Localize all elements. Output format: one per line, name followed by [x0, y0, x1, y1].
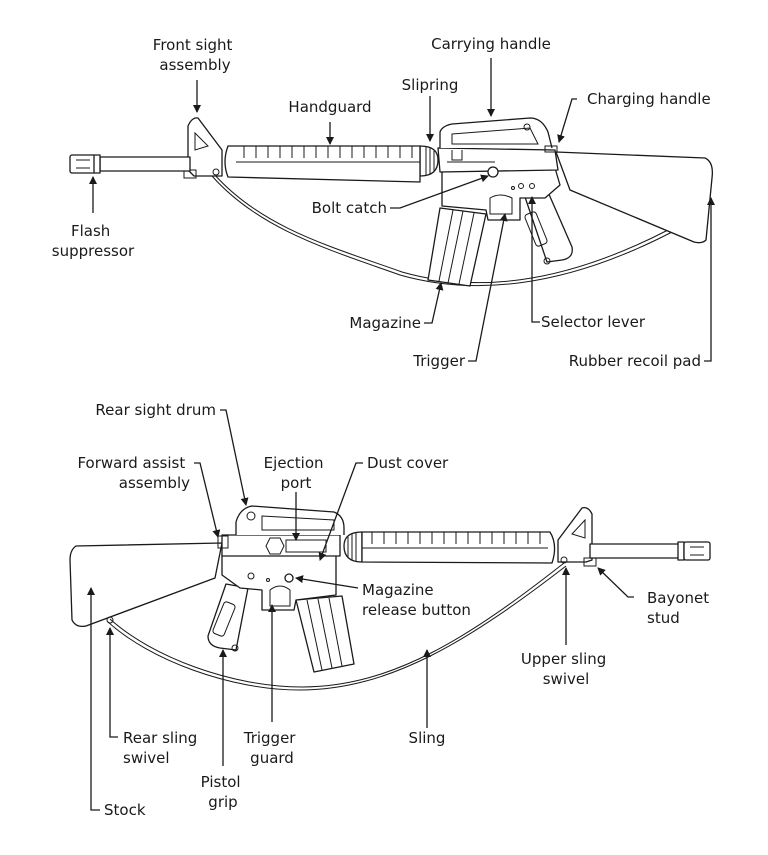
top-flash-suppressor [69, 154, 101, 174]
label-pistol-grip: Pistol grip [201, 773, 246, 811]
label-rubber-recoil-pad: Rubber recoil pad [569, 352, 701, 370]
label-magazine: Magazine [349, 314, 421, 332]
top-handguard-ribs [236, 146, 420, 163]
top-bolt-catch-part [487, 166, 499, 178]
top-stock [555, 151, 713, 244]
bottom-slipring [343, 531, 363, 563]
top-barrel [99, 156, 191, 172]
label-ejection-port: Ejection port [264, 454, 329, 492]
top-lower-receiver [441, 167, 561, 221]
label-sling: Sling [409, 729, 446, 747]
label-trigger-guard: Trigger guard [243, 729, 301, 767]
bottom-magazine-release-part [284, 573, 294, 583]
bottom-rifle-drawing [69, 505, 711, 691]
top-sling [211, 175, 673, 287]
label-slipring: Slipring [402, 76, 459, 94]
label-flash-suppressor: Flash suppressor [52, 222, 135, 260]
label-handguard: Handguard [288, 98, 371, 116]
bottom-leaders [87, 409, 634, 811]
top-leaders [89, 58, 715, 362]
label-forward-assist-assembly: Forward assist assembly [77, 454, 190, 492]
bottom-ejection-port-part [285, 539, 327, 553]
top-slipring [419, 145, 439, 177]
top-rifle-drawing [69, 117, 713, 287]
top-upper-receiver [437, 147, 559, 173]
bottom-barrel [589, 543, 681, 559]
label-carrying-handle: Carrying handle [431, 35, 551, 53]
bottom-handguard-ribs [362, 532, 548, 549]
label-stock: Stock [104, 801, 146, 819]
label-bayonet-stud: Bayonet stud [647, 589, 714, 627]
top-pistol-grip [524, 191, 573, 263]
bottom-carrying-handle [235, 505, 345, 535]
top-handguard [224, 145, 421, 183]
label-magazine-release-button: Magazine release button [362, 581, 471, 619]
label-trigger: Trigger [412, 352, 466, 370]
label-upper-sling-swivel: Upper sling swivel [521, 650, 611, 688]
bottom-lower-receiver [221, 554, 337, 611]
bottom-sling [107, 565, 567, 691]
top-labels: Front sight assembly Handguard Slipring … [52, 35, 711, 370]
label-rear-sight-drum: Rear sight drum [95, 401, 216, 419]
label-bolt-catch: Bolt catch [312, 199, 387, 217]
label-dust-cover: Dust cover [367, 454, 449, 472]
bottom-flash-suppressor [677, 541, 711, 561]
top-magazine [427, 207, 487, 287]
label-charging-handle: Charging handle [587, 90, 711, 108]
bottom-pistol-grip [207, 583, 249, 651]
label-front-sight-assembly: Front sight assembly [153, 36, 237, 74]
label-selector-lever: Selector lever [541, 313, 646, 331]
bottom-labels: Rear sight drum Forward assist assembly … [77, 401, 714, 819]
label-rear-sling-swivel: Rear sling swivel [123, 729, 202, 767]
bottom-stock [69, 542, 223, 628]
